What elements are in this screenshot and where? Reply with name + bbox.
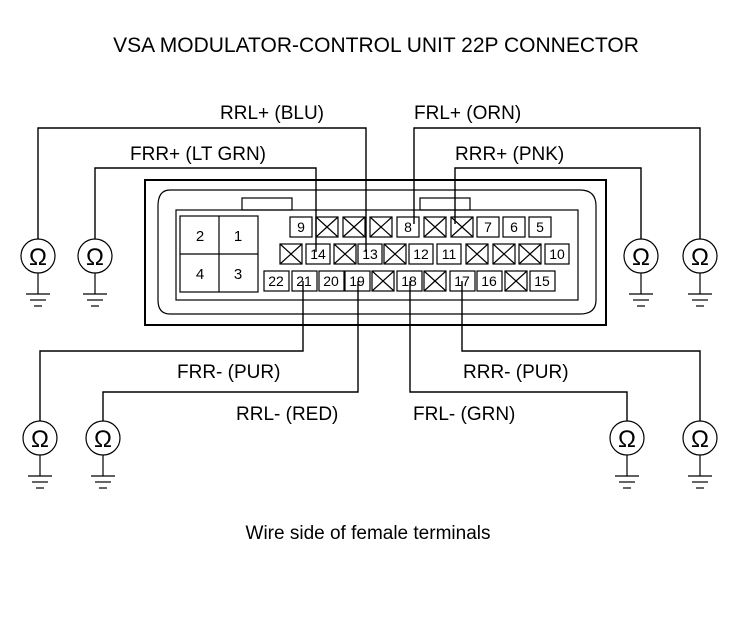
pin-numbers: 1 2 3 4 5 6 7 8 9 10 11 12 13 14 15 16 1…	[196, 219, 565, 289]
pin-9: 9	[297, 219, 305, 235]
wire-frr-plus	[94, 167, 317, 252]
ohmmeter-rrr-minus: Ω	[682, 420, 718, 489]
lower-wires	[39, 281, 701, 421]
wire-rrl-plus	[37, 127, 367, 252]
pin-19: 19	[349, 273, 365, 289]
ohm-icon: Ω	[691, 244, 709, 271]
pin-3: 3	[234, 266, 242, 283]
diagram-caption: Wire side of female terminals	[246, 523, 491, 544]
pin-13: 13	[362, 246, 378, 262]
label-frr-plus: FRR+ (LT GRN)	[130, 144, 266, 165]
pin-16: 16	[481, 273, 497, 289]
wire-frr-minus	[39, 281, 304, 421]
ohmmeter-rrl-minus: Ω	[85, 420, 121, 489]
label-rrl-minus: RRL- (RED)	[236, 404, 338, 425]
upper-wires	[37, 127, 701, 252]
pin-15: 15	[534, 273, 550, 289]
ohmmeter-frl-minus: Ω	[609, 420, 645, 489]
ohm-icon: Ω	[691, 426, 709, 453]
connector-housing	[144, 179, 607, 326]
wire-rrr-plus	[454, 167, 642, 239]
label-rrr-minus: RRR- (PUR)	[463, 362, 569, 383]
ohm-icon: Ω	[86, 244, 104, 271]
pin-21: 21	[296, 273, 312, 289]
pin-8: 8	[404, 219, 412, 235]
pin-5: 5	[536, 219, 544, 235]
ohm-icon: Ω	[618, 426, 636, 453]
wire-rrr-minus	[461, 281, 701, 421]
diagram-title: VSA MODULATOR-CONTROL UNIT 22P CONNECTOR	[113, 34, 639, 57]
wire-frl-plus	[413, 127, 701, 239]
pin-18: 18	[401, 273, 417, 289]
ohmmeter-frl-plus: Ω	[682, 238, 718, 307]
pin-20: 20	[323, 273, 339, 289]
pin-12: 12	[413, 246, 429, 262]
label-rrr-plus: RRR+ (PNK)	[455, 144, 564, 165]
pin-7: 7	[484, 219, 492, 235]
pin-14: 14	[310, 246, 326, 262]
ohm-icon: Ω	[31, 426, 49, 453]
ohmmeter-frr-minus: Ω	[22, 420, 58, 489]
wire-rrl-minus	[102, 281, 359, 421]
ohmmeter-rrr-plus: Ω	[623, 238, 659, 307]
ohmmeter-rrl-plus-2: Ω	[77, 238, 113, 307]
pin-11: 11	[442, 246, 457, 262]
pin-6: 6	[510, 219, 518, 235]
label-rrl-plus: RRL+ (BLU)	[220, 103, 324, 124]
label-frl-minus: FRL- (GRN)	[413, 404, 515, 425]
label-frr-minus: FRR- (PUR)	[177, 362, 280, 383]
pin-cells	[263, 216, 570, 292]
pin-2: 2	[196, 228, 204, 245]
label-frl-plus: FRL+ (ORN)	[414, 103, 521, 124]
ohm-icon: Ω	[94, 426, 112, 453]
ohm-icon: Ω	[29, 244, 47, 271]
pin-4: 4	[196, 266, 204, 283]
ohmmeter-frr-plus: Ω	[20, 238, 56, 307]
wire-frl-minus	[409, 281, 628, 421]
pin-10: 10	[549, 246, 565, 262]
pin-1: 1	[234, 228, 242, 245]
ohm-icon: Ω	[632, 244, 650, 271]
pin-22: 22	[268, 273, 284, 289]
